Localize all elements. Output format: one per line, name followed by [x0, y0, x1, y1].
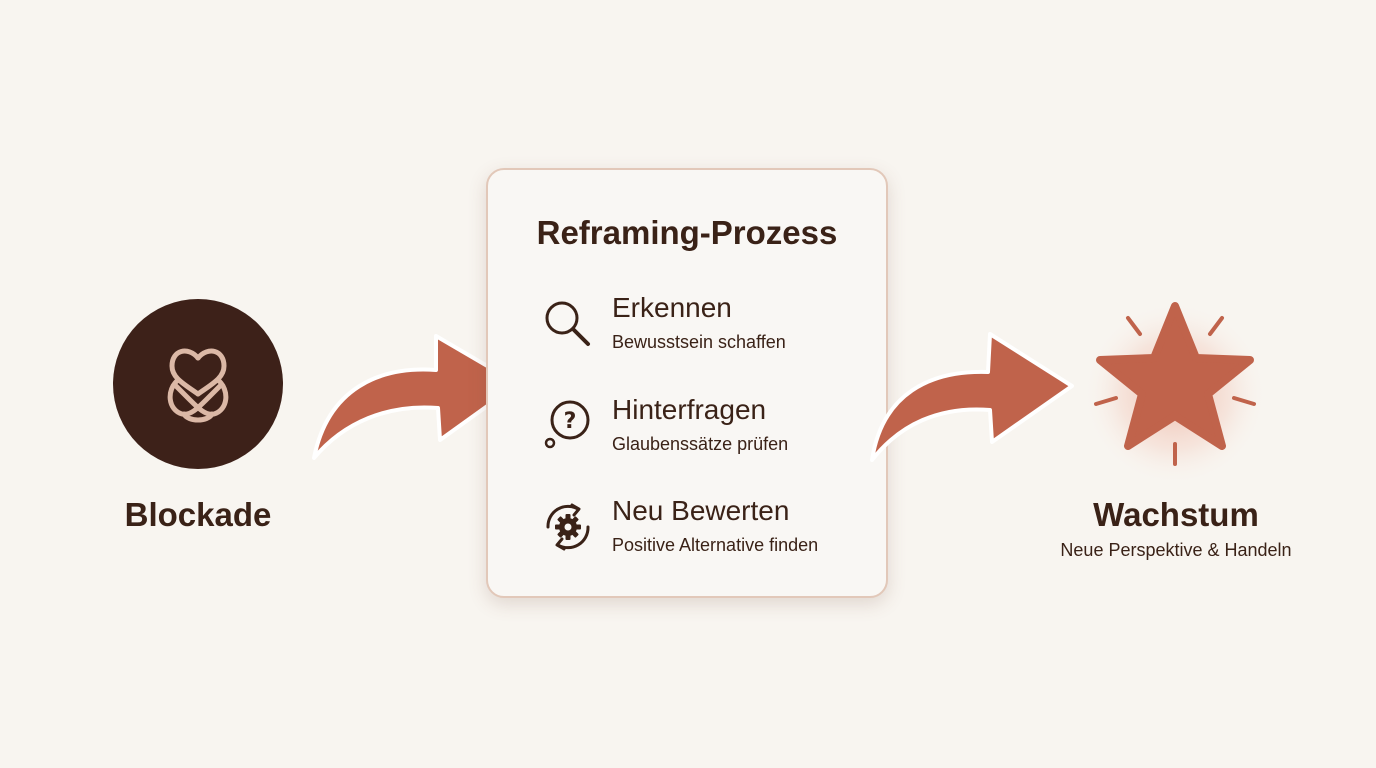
- interlocked-links-icon: [167, 348, 229, 423]
- step-title: Erkennen: [612, 292, 732, 323]
- gear-cycle-icon: [546, 503, 590, 551]
- step-hinterfragen: ? Hinterfragen Glaubenssätze prüfen: [538, 394, 868, 464]
- question-bubble-icon: ?: [544, 400, 590, 449]
- blockade-node: [113, 299, 283, 469]
- step-title: Hinterfragen: [612, 394, 767, 425]
- glowing-star-icon: [1083, 298, 1267, 482]
- blockade-label: Blockade: [124, 496, 272, 533]
- arrow-to-process: [312, 334, 520, 460]
- step-erkennen: Erkennen Bewusstsein schaffen: [538, 292, 868, 362]
- step-neu-bewerten: Neu Bewerten Positive Alternative finden: [538, 495, 868, 565]
- growth-subtitle: Neue Perspektive & Handeln: [1060, 540, 1292, 560]
- process-title: Reframing-Prozess: [536, 214, 838, 251]
- growth-label: Wachstum: [1093, 496, 1259, 533]
- step-description: Bewusstsein schaffen: [612, 332, 786, 352]
- arrow-to-growth: [870, 332, 1074, 462]
- magnifier-icon: [545, 301, 590, 346]
- step-description: Positive Alternative finden: [612, 535, 819, 555]
- step-title: Neu Bewerten: [612, 495, 790, 526]
- svg-text:?: ?: [564, 409, 577, 434]
- reframing-process-card: Reframing-Prozess Erkennen Bewusstsein s…: [486, 168, 888, 598]
- step-description: Glaubenssätze prüfen: [612, 434, 789, 454]
